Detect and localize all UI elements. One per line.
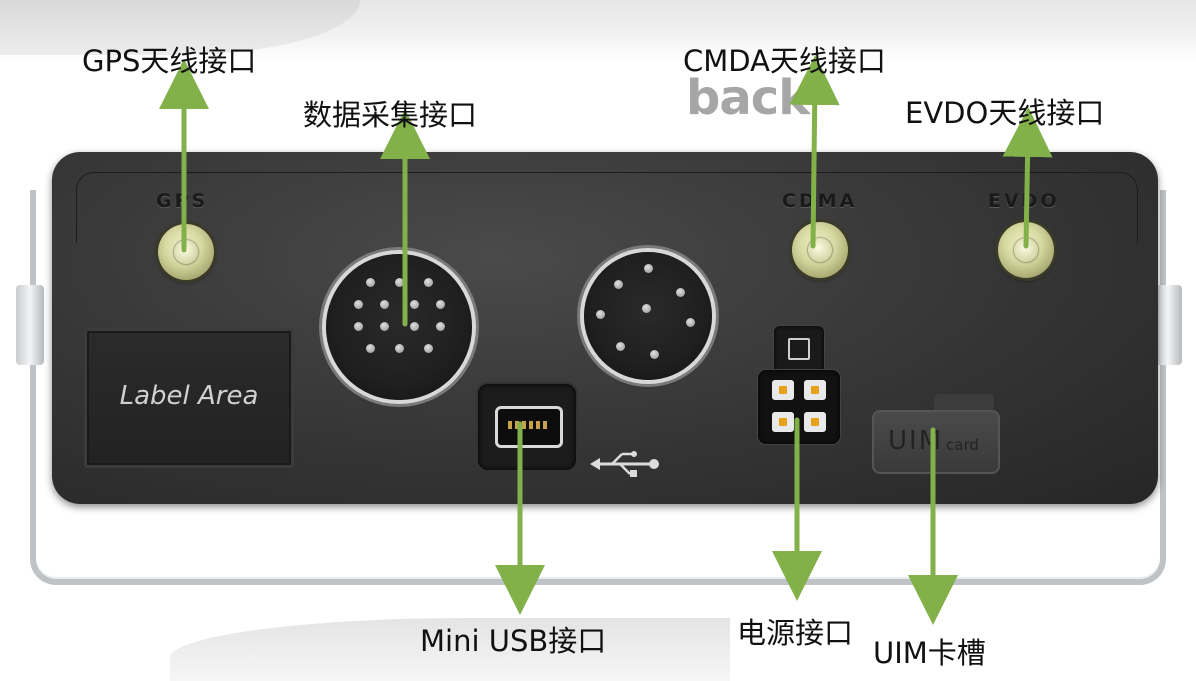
uim-slot-tab: [934, 394, 994, 414]
connector-pin: [354, 300, 363, 309]
callout-data-acquisition: 数据采集接口: [303, 98, 478, 132]
connector-pin: [380, 322, 389, 331]
connector-pin: [366, 278, 375, 287]
callout-gps-antenna: GPS天线接口: [82, 44, 257, 78]
callout-power: 电源接口: [737, 616, 854, 650]
connector-pin: [596, 310, 605, 319]
usb-icon: [590, 451, 659, 477]
handle-knob-right: [1154, 285, 1182, 365]
data-acquisition-connector: [326, 254, 472, 400]
mini-usb-socket: [495, 406, 563, 448]
gps-port-label: GPS: [156, 190, 209, 212]
connector-pin: [395, 344, 404, 353]
connector-pin: [644, 264, 653, 273]
device-handle: [30, 190, 1166, 585]
cdma-antenna-connector: [792, 222, 848, 278]
connector-pin: [354, 322, 363, 331]
uim-slot-card-label: card: [946, 436, 979, 454]
callout-cmda-antenna: CMDA天线接口: [683, 44, 886, 78]
connector-pin: [614, 280, 623, 289]
connector-pin: [366, 344, 375, 353]
power-pin: [804, 412, 826, 432]
label-area: Label Area: [84, 328, 294, 468]
power-pin: [772, 380, 794, 400]
background-band-bottom: [170, 618, 730, 681]
cdma-port-label: CDMA: [782, 190, 858, 212]
label-area-text: Label Area: [119, 381, 259, 411]
mini-usb-contacts: [508, 421, 548, 429]
connector-pin: [650, 350, 659, 359]
arrow-cmda: [789, 55, 840, 249]
handle-knob-left: [16, 285, 44, 365]
connector-pin: [380, 300, 389, 309]
callout-mini-usb: Mini USB接口: [420, 624, 607, 658]
connector-pin: [410, 300, 419, 309]
power-pin: [804, 380, 826, 400]
evdo-port-label: EVDO: [988, 190, 1060, 212]
back-side-label: back: [686, 70, 810, 126]
mini-usb-port: [478, 384, 576, 470]
arrow-evdo: [1002, 107, 1053, 249]
connector-pin: [616, 342, 625, 351]
power-connector: [758, 326, 840, 444]
callout-uim-slot: UIM卡槽: [873, 636, 986, 670]
panel-rim: [76, 172, 1138, 243]
connector-pin: [424, 278, 433, 287]
connector-pin: [410, 322, 419, 331]
connector-pin: [686, 318, 695, 327]
connector-pin: [642, 304, 651, 313]
connector-pin: [436, 322, 445, 331]
connector-pin: [395, 278, 404, 287]
connector-pin: [424, 344, 433, 353]
callout-evdo-antenna: EVDO天线接口: [905, 96, 1105, 130]
power-pin: [772, 412, 794, 432]
connector-pin: [676, 288, 685, 297]
connector-pin: [436, 300, 445, 309]
uim-card-slot: UIM card: [872, 410, 1000, 474]
power-connector-latch: [774, 326, 824, 374]
secondary-circular-connector: [584, 252, 712, 380]
